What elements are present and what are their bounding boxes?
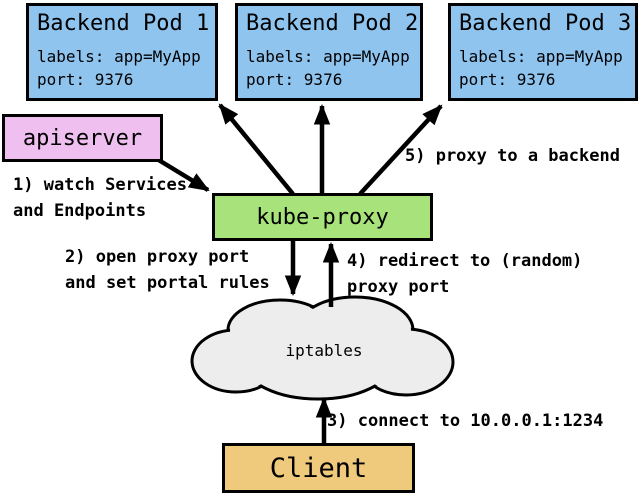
apiserver-box: apiserver <box>2 114 163 162</box>
pod-port-line: port: 9376 <box>459 70 556 89</box>
pod-title: Backend Pod 2 <box>246 11 419 36</box>
arrow-kube-proxy-to-pod3 <box>358 104 443 196</box>
kube-proxy-box: kube-proxy <box>212 193 433 241</box>
arrow-kube-proxy-to-pod1 <box>218 103 295 196</box>
pod-title: Backend Pod 3 <box>459 11 632 36</box>
annotation-step-2: 2) open proxy port and set portal rules <box>65 247 270 293</box>
annotation-step-5: 5) proxy to a backend <box>405 146 620 166</box>
pod-labels-line: labels: app=MyApp <box>37 47 201 66</box>
pod-title: Backend Pod 1 <box>37 11 210 36</box>
annotation-step-4: 4) redirect to (random) proxy port <box>347 251 583 297</box>
pod-port-line: port: 9376 <box>37 70 134 89</box>
backend-pod-2-box: Backend Pod 2 labels: app=MyApp port: 93… <box>235 3 423 101</box>
backend-pod-1-box: Backend Pod 1 labels: app=MyApp port: 93… <box>26 3 218 101</box>
kube-proxy-label: kube-proxy <box>256 204 389 230</box>
arrow-apiserver-to-kube-proxy <box>155 157 210 192</box>
iptables-cloud <box>190 295 455 401</box>
iptables-label: iptables <box>285 341 363 360</box>
pod-labels-line: labels: app=MyApp <box>246 47 410 66</box>
pod-labels-line: labels: app=MyApp <box>459 47 623 66</box>
client-box: Client <box>222 443 415 493</box>
client-label: Client <box>269 452 368 484</box>
pod-port-line: port: 9376 <box>246 70 343 89</box>
backend-pod-3-box: Backend Pod 3 labels: app=MyApp port: 93… <box>448 3 638 101</box>
annotation-step-3: 3) connect to 10.0.0.1:1234 <box>327 411 604 431</box>
annotation-step-1: 1) watch Services and Endpoints <box>13 175 187 221</box>
apiserver-label: apiserver <box>22 125 143 151</box>
